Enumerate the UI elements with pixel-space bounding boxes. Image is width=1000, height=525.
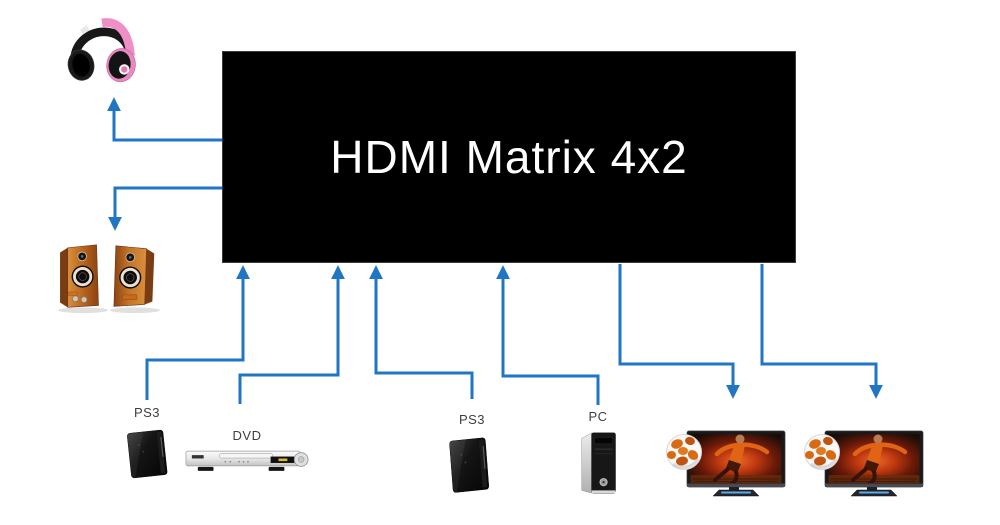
link-ps3-1-to-matrix: [145, 265, 250, 400]
link-matrix-to-tv-1: [618, 264, 740, 399]
speaker-right: [113, 245, 155, 307]
headphones-icon: [57, 8, 147, 88]
tv-3d-icon-2: [803, 428, 937, 498]
link-matrix-to-headphones: [107, 97, 222, 142]
link-ps3-2-to-matrix: [369, 265, 474, 399]
input-label-ps3-1: PS3: [133, 405, 161, 420]
tv-stand: [850, 487, 898, 497]
soccer-player: [713, 434, 770, 487]
soccer-ball-3d: [666, 434, 702, 470]
soccer-ball-3d: [804, 434, 840, 470]
speakers-icon: [54, 241, 168, 316]
ps3-console-icon-1: [122, 424, 174, 482]
input-label-pc: PC: [588, 409, 608, 424]
link-dvd-to-matrix: [238, 265, 345, 404]
pc-tower-icon: [578, 428, 620, 498]
dvd-player-icon: [184, 444, 310, 476]
speaker-left: [60, 244, 99, 308]
link-pc-to-matrix: [496, 265, 600, 405]
ps3-console-icon-2: [444, 431, 496, 497]
tv-3d-icon-1: [665, 428, 799, 498]
hdmi-matrix-box: HDMI Matrix 4x2: [222, 51, 796, 263]
link-matrix-to-speakers: [108, 186, 222, 231]
matrix-title: HDMI Matrix 4x2: [330, 131, 688, 183]
soccer-player: [851, 434, 908, 487]
tv-stand: [712, 487, 760, 497]
link-matrix-to-tv-2: [760, 264, 883, 399]
input-label-ps3-2: PS3: [458, 412, 486, 427]
input-label-dvd: DVD: [232, 428, 262, 443]
